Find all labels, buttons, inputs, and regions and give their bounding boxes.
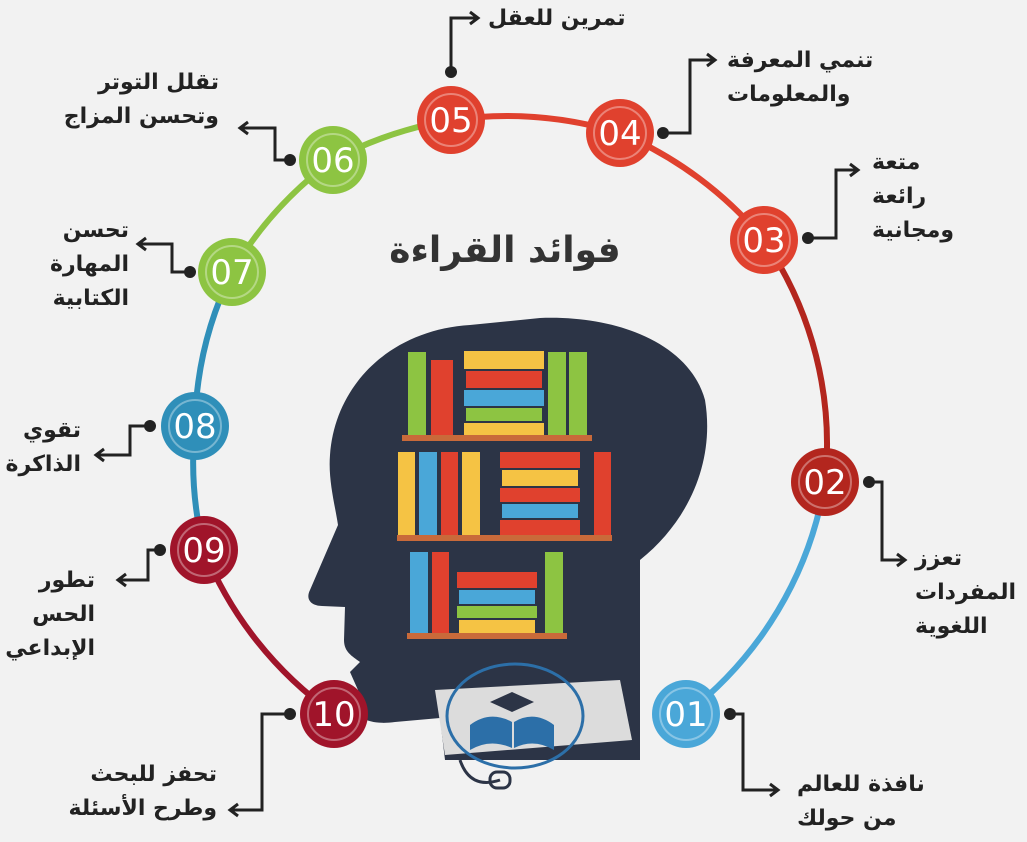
connector-arrow [896,552,908,568]
connector-dot [724,708,736,720]
book [466,408,542,421]
bookshelf [397,351,612,639]
connector-arrow [237,120,249,136]
connector-line [449,16,478,72]
book [464,351,544,369]
book [408,352,426,435]
ring-arc [761,237,830,485]
connector-line [869,480,905,562]
benefit-node-03: 03 [730,206,798,274]
book [457,572,537,588]
connector-arrow [227,802,239,818]
mouse-icon [488,770,512,790]
benefit-number: 10 [312,695,355,735]
connector-arrow [849,162,861,178]
book [500,452,580,468]
book [432,552,449,633]
benefit-node-07: 07 [198,238,266,306]
benefit-node-10: 10 [300,680,368,748]
benefit-number: 01 [664,695,707,735]
benefit-node-05: 05 [417,86,485,154]
benefit-label-05: تمرين للعقل [488,6,626,31]
book [410,552,428,633]
connector-dot [863,476,875,488]
benefit-node-01: 01 [652,680,720,748]
book [441,452,458,535]
book [464,423,544,435]
connectors [93,10,908,818]
book [466,371,542,388]
benefit-node-04: 04 [586,99,654,167]
book [419,452,437,535]
benefit-number: 03 [742,221,785,261]
reading-logo-icon [445,662,585,790]
connector-arrow [135,236,147,252]
book [545,552,563,633]
benefit-number: 06 [311,141,354,181]
connector-arrow [115,572,127,588]
book [398,452,415,535]
connector-line [730,712,778,792]
shelf [402,435,592,441]
book [500,488,580,502]
book [459,620,535,633]
connector-dot [284,154,296,166]
benefit-number: 05 [429,101,472,141]
shelf [407,633,567,639]
book [548,352,566,435]
ring-arc [683,479,828,717]
benefit-node-06: 06 [299,126,367,194]
book [457,606,537,618]
benefit-number: 09 [182,531,225,571]
shelf [397,535,612,541]
connector-dot [154,544,166,556]
benefit-nodes: 01 02 03 04 05 06 07 08 09 10 [161,86,859,748]
benefit-node-02: 02 [791,448,859,516]
connector-dot [184,266,196,278]
connector-line [240,126,290,162]
benefit-node-08: 08 [161,392,229,460]
connector-dot [445,66,457,78]
book [431,360,453,435]
connector-arrow [469,10,481,26]
book [502,504,578,518]
book [464,390,544,406]
connector-dot [284,708,296,720]
book [462,452,480,535]
benefit-node-09: 09 [170,516,238,584]
book [502,470,578,486]
connector-dot [657,127,669,139]
book [500,520,580,535]
connector-arrow [93,447,105,463]
connector-arrow [706,52,718,68]
book [569,352,587,435]
benefit-number: 04 [598,114,641,154]
diagram-title: فوائد القراءة [389,230,621,271]
connector-line [138,242,190,274]
connector-arrow [769,782,781,798]
benefit-number: 07 [210,253,253,293]
benefit-number: 02 [803,463,846,503]
book [594,452,611,535]
connector-line [96,424,150,457]
connector-line [230,712,290,812]
benefit-number: 08 [173,407,216,447]
connector-line [808,168,858,240]
connector-dot [144,420,156,432]
connector-line [663,58,715,135]
book [459,590,535,604]
connector-dot [802,232,814,244]
